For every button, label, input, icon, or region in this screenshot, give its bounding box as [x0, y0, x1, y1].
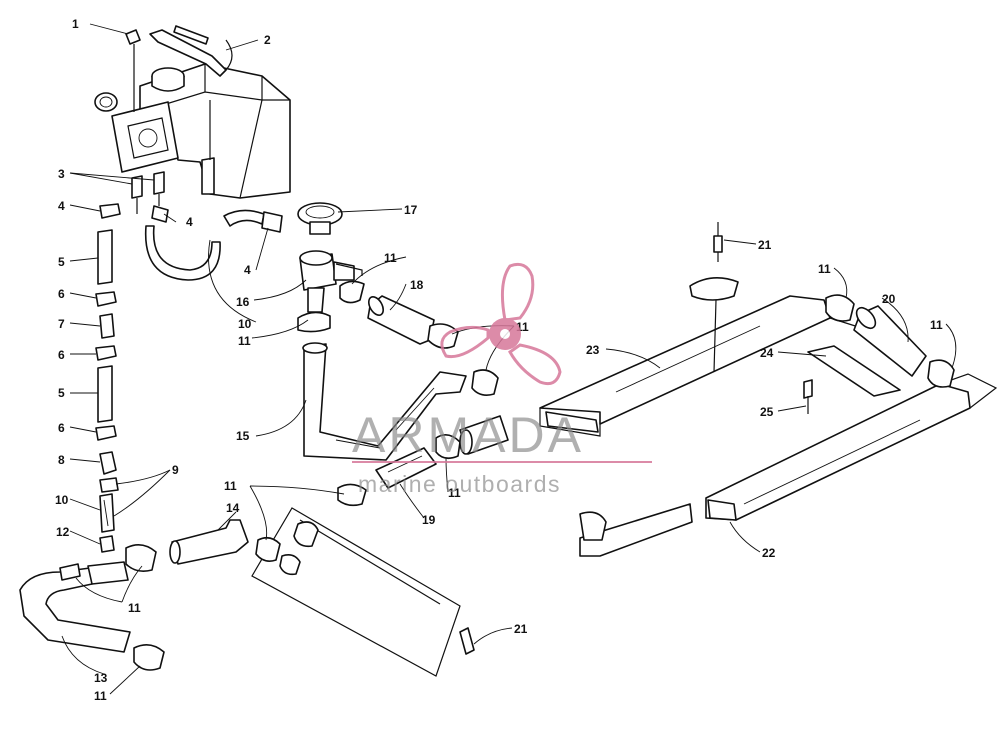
propeller-logo-icon	[440, 262, 562, 386]
callout-7: 7	[58, 317, 65, 331]
callout-12: 12	[56, 525, 70, 539]
heat-exchanger-frame	[539, 295, 998, 557]
callout-23: 23	[586, 343, 600, 357]
callout-11: 11	[128, 601, 141, 615]
callout-1: 1	[72, 17, 79, 31]
callout-11: 11	[930, 318, 943, 332]
hose-15	[302, 342, 467, 461]
return-hose	[144, 205, 283, 281]
watermark-tagline: marine outboards	[358, 471, 561, 497]
callout-17: 17	[404, 203, 418, 217]
callout-19: 19	[422, 513, 436, 527]
callout-18: 18	[410, 278, 424, 292]
callout-14: 14	[226, 501, 240, 515]
callout-11: 11	[224, 479, 237, 493]
watermark-brand: ARMADA	[352, 407, 584, 463]
hose-13	[19, 544, 165, 671]
bracket-24	[807, 345, 901, 397]
callout-3: 3	[58, 167, 65, 181]
callout-4: 4	[186, 215, 193, 229]
callout-24: 24	[760, 346, 774, 360]
callout-6: 6	[58, 348, 65, 362]
callout-5: 5	[58, 386, 65, 400]
callout-11: 11	[448, 486, 461, 500]
vent-hose	[149, 25, 233, 77]
callout-10: 10	[238, 317, 252, 331]
left-hose-column	[95, 203, 121, 553]
pin-25	[803, 379, 813, 414]
hose-14	[169, 519, 281, 565]
bottom-panel	[251, 507, 461, 677]
callout-labels: 1 2 3 4 4 4 5 5 6 6 6 7 8 9 10 10 11 11 …	[55, 17, 943, 703]
filler-neck-assembly	[297, 202, 363, 313]
callout-6: 6	[58, 421, 65, 435]
callout-8: 8	[58, 453, 65, 467]
callout-13: 13	[94, 671, 108, 685]
callout-10: 10	[55, 493, 69, 507]
callout-4: 4	[244, 263, 251, 277]
coolant-tank	[94, 63, 291, 199]
callout-21: 21	[514, 622, 528, 636]
callout-25: 25	[760, 405, 774, 419]
callout-15: 15	[236, 429, 250, 443]
callout-9: 9	[172, 463, 179, 477]
callout-20: 20	[882, 292, 896, 306]
callout-5: 5	[58, 255, 65, 269]
upper-coolant-hose	[297, 280, 435, 345]
hose-20	[825, 294, 955, 388]
callout-6: 6	[58, 287, 65, 301]
callout-11: 11	[384, 251, 397, 265]
drain-fittings	[131, 171, 165, 214]
armada-watermark: ARMADA marine outboards	[352, 262, 652, 497]
callout-11: 11	[818, 262, 831, 276]
leader-lines	[61, 23, 957, 695]
pin-21-lower	[459, 627, 475, 655]
callout-4: 4	[58, 199, 65, 213]
callout-22: 22	[762, 546, 776, 560]
callout-11: 11	[238, 334, 251, 348]
callout-11: 11	[94, 689, 107, 703]
callout-21: 21	[758, 238, 772, 252]
callout-2: 2	[264, 33, 271, 47]
callout-16: 16	[236, 295, 250, 309]
hose-19	[375, 415, 509, 489]
pin-21-upper	[689, 222, 739, 373]
vent-fitting	[125, 29, 141, 112]
